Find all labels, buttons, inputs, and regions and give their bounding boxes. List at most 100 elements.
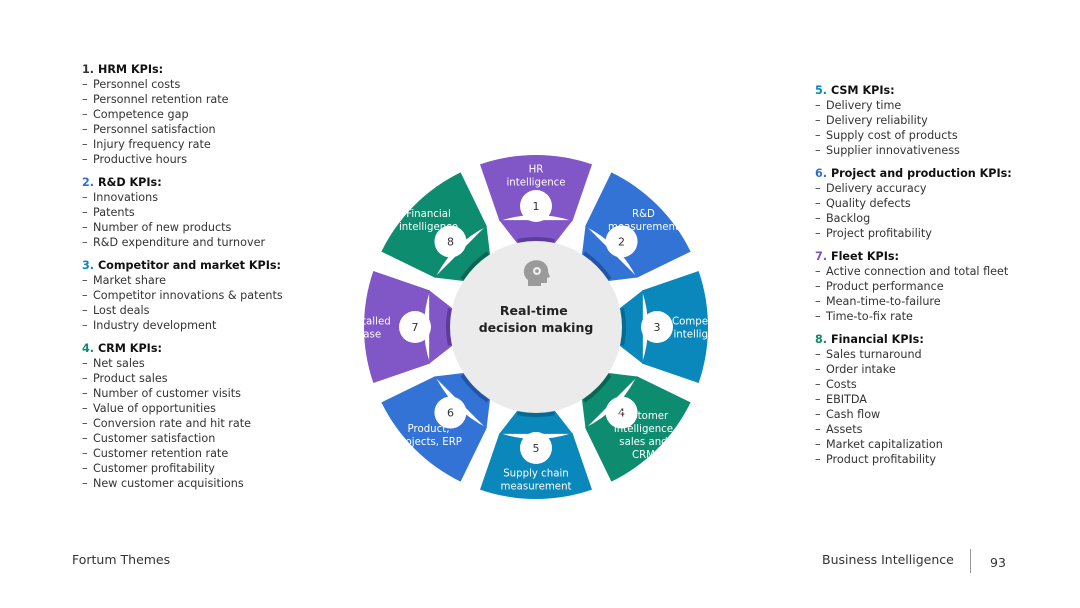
kpi-item: Delivery accuracy xyxy=(815,181,1015,196)
footer-theme: Fortum Themes xyxy=(72,552,171,567)
kpi-item: Value of opportunities xyxy=(82,401,312,416)
kpi-item: Supply cost of products xyxy=(815,128,1015,143)
kpi-item: Lost deals xyxy=(82,303,312,318)
kpi-item: Supplier innovativeness xyxy=(815,143,1015,158)
segment-number-badge xyxy=(434,225,467,258)
footer-section: Business Intelligence xyxy=(822,552,954,567)
kpi-item: Cash flow xyxy=(815,407,1015,422)
segment-number-badge xyxy=(641,311,673,343)
kpi-item: Market share xyxy=(82,273,312,288)
kpi-group: 7. Fleet KPIs:Active connection and tota… xyxy=(815,249,1015,324)
kpi-item: Personnel satisfaction xyxy=(82,122,312,137)
kpi-item: Patents xyxy=(82,205,312,220)
kpi-group-number: 5. xyxy=(815,84,828,97)
segment-number-badge xyxy=(605,225,638,258)
kpi-item: Sales turnaround xyxy=(815,347,1015,362)
kpi-item: Customer profitability xyxy=(82,461,312,476)
kpi-group-title: 2. R&D KPIs: xyxy=(82,175,312,190)
kpi-item: Mean-time-to-failure xyxy=(815,294,1015,309)
kpi-item: Delivery reliability xyxy=(815,113,1015,128)
kpi-item: Number of customer visits xyxy=(82,386,312,401)
segment-neck xyxy=(618,290,643,364)
center-title: Real-time decision making xyxy=(479,303,594,335)
kpi-group-number: 1. xyxy=(82,63,95,76)
kpi-item: Backlog xyxy=(815,211,1015,226)
kpi-item: Product profitability xyxy=(815,452,1015,467)
kpi-item: Order intake xyxy=(815,362,1015,377)
kpi-group-label: HRM KPIs: xyxy=(97,63,164,76)
segment-number: 2 xyxy=(618,235,625,248)
center-circle xyxy=(450,241,622,413)
kpi-item: Active connection and total fleet xyxy=(815,264,1015,279)
kpi-group-number: 8. xyxy=(815,333,828,346)
kpi-group-number: 7. xyxy=(815,250,828,263)
kpi-group-title: 8. Financial KPIs: xyxy=(815,332,1015,347)
kpi-item: Time-to-fix rate xyxy=(815,309,1015,324)
kpi-item: Market capitalization xyxy=(815,437,1015,452)
kpi-item: Number of new products xyxy=(82,220,312,235)
segment-block xyxy=(480,432,592,499)
segment-number: 1 xyxy=(533,200,540,213)
kpi-group-label: CRM KPIs: xyxy=(97,342,162,355)
kpi-item: Costs xyxy=(815,377,1015,392)
kpi-group-title: 7. Fleet KPIs: xyxy=(815,249,1015,264)
kpi-list-right: 5. CSM KPIs:Delivery timeDelivery reliab… xyxy=(815,83,1015,475)
segment-number-badge xyxy=(605,396,638,429)
segment-block xyxy=(381,376,487,482)
kpi-group: 6. Project and production KPIs:Delivery … xyxy=(815,166,1015,241)
kpi-item: Product sales xyxy=(82,371,312,386)
kpi-group: 5. CSM KPIs:Delivery timeDelivery reliab… xyxy=(815,83,1015,158)
kpi-group-label: CSM KPIs: xyxy=(830,84,895,97)
kpi-item: Industry development xyxy=(82,318,312,333)
kpi-group-label: Financial KPIs: xyxy=(830,333,924,346)
kpi-group: 8. Financial KPIs:Sales turnaroundOrder … xyxy=(815,332,1015,467)
kpi-group-title: 1. HRM KPIs: xyxy=(82,62,312,77)
footer-divider xyxy=(970,549,971,573)
kpi-item: Innovations xyxy=(82,190,312,205)
segment-number: 3 xyxy=(654,321,661,334)
kpi-group-number: 3. xyxy=(82,259,95,272)
segment-number-badge xyxy=(520,190,552,222)
kpi-item: Productive hours xyxy=(82,152,312,167)
kpi-group-label: Competitor and market KPIs: xyxy=(97,259,282,272)
segment-neck xyxy=(499,409,573,434)
kpi-group-label: Project and production KPIs: xyxy=(830,167,1012,180)
kpi-item: Quality defects xyxy=(815,196,1015,211)
head-gear-icon xyxy=(523,260,550,286)
kpi-group-number: 2. xyxy=(82,176,95,189)
segment-number: 4 xyxy=(618,407,625,420)
kpi-item: Project profitability xyxy=(815,226,1015,241)
kpi-item: Net sales xyxy=(82,356,312,371)
kpi-item: Delivery time xyxy=(815,98,1015,113)
kpi-item: R&D expenditure and turnover xyxy=(82,235,312,250)
kpi-item: Personnel costs xyxy=(82,77,312,92)
kpi-item: Product performance xyxy=(815,279,1015,294)
kpi-group-title: 5. CSM KPIs: xyxy=(815,83,1015,98)
segment-number: 7 xyxy=(412,321,419,334)
kpi-group: 4. CRM KPIs:Net salesProduct salesNumber… xyxy=(82,341,312,491)
kpi-group-label: Fleet KPIs: xyxy=(830,250,900,263)
segment-number: 8 xyxy=(447,235,454,248)
kpi-group: 1. HRM KPIs:Personnel costsPersonnel ret… xyxy=(82,62,312,167)
kpi-group-number: 4. xyxy=(82,342,95,355)
kpi-item: Customer satisfaction xyxy=(82,431,312,446)
kpi-item: Personnel retention rate xyxy=(82,92,312,107)
segment-number-badge xyxy=(399,311,431,343)
segment-number-badge xyxy=(520,432,552,464)
kpi-item: New customer acquisitions xyxy=(82,476,312,491)
kpi-group-number: 6. xyxy=(815,167,828,180)
kpi-item: Customer retention rate xyxy=(82,446,312,461)
kpi-group-title: 6. Project and production KPIs: xyxy=(815,166,1015,181)
segment-neck xyxy=(499,220,573,245)
kpi-group: 2. R&D KPIs:InnovationsPatentsNumber of … xyxy=(82,175,312,250)
